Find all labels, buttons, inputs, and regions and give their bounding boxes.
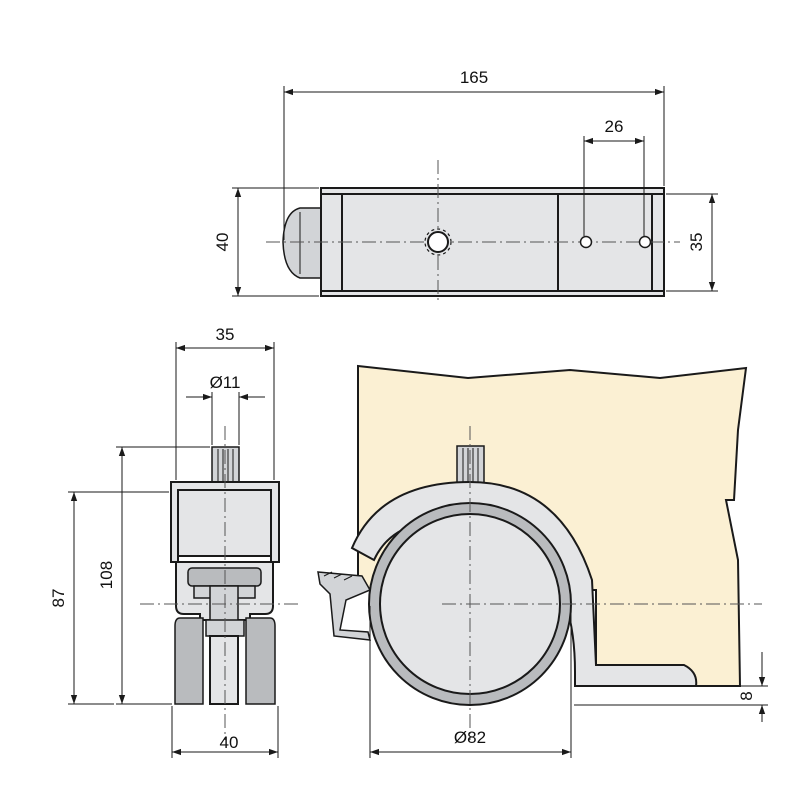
top-view-hole-left (579, 235, 593, 249)
dim-front-body-height: 87 (49, 589, 68, 608)
dim-front-width-bottom: 40 (220, 733, 239, 752)
dim-top-height-left: 40 (213, 233, 232, 252)
dim-front-width-top: 35 (216, 325, 235, 344)
dim-hole-spacing: 26 (605, 117, 624, 136)
top-view-stem (427, 231, 449, 253)
front-view-wheel-right (245, 617, 276, 705)
dim-wheel-diameter: Ø82 (454, 728, 486, 747)
dim-floor-offset: 8 (737, 691, 756, 700)
dim-top-height-right: 35 (687, 233, 706, 252)
side-view: Ø82 8 (317, 364, 768, 758)
dim-top-length: 165 (460, 68, 488, 87)
top-view: 165 26 40 35 (213, 68, 718, 302)
front-view: 35 Ø11 108 87 40 (49, 325, 300, 758)
dim-stem-diameter: Ø11 (210, 373, 241, 392)
dim-front-total-height: 108 (97, 561, 116, 589)
front-view-wheel-left (174, 617, 204, 705)
top-view-hole-right (638, 235, 652, 249)
top-view-bumper (282, 207, 322, 279)
side-view-brake-lever (317, 571, 372, 641)
